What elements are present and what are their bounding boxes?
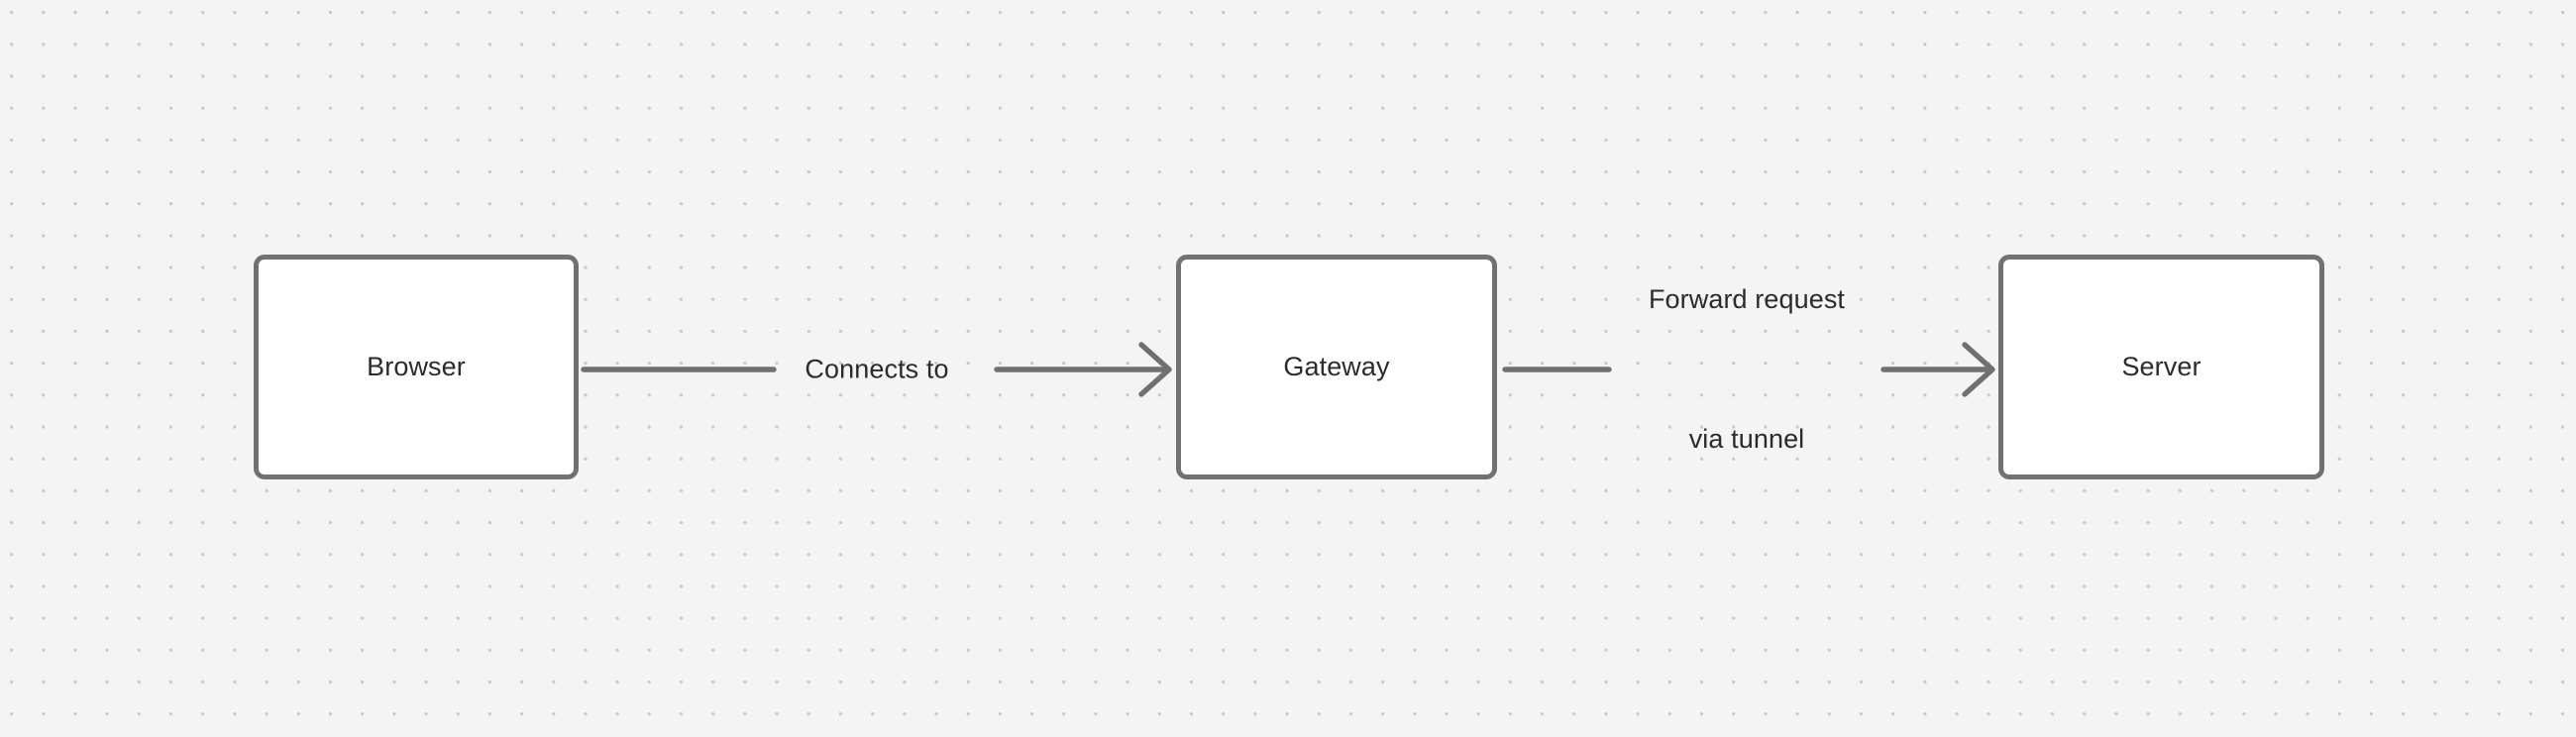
edge-label-line-1: Forward request — [1648, 284, 1846, 314]
node-browser-label: Browser — [367, 352, 466, 382]
edge-1-arrowhead-icon — [1138, 342, 1172, 397]
edge-label-connects-to: Connects to — [805, 354, 949, 384]
node-gateway-label: Gateway — [1283, 352, 1390, 382]
edge-label-line-2: via tunnel — [1688, 424, 1805, 454]
node-browser[interactable]: Browser — [254, 255, 579, 479]
edge-2-arrowhead-icon — [1962, 342, 1995, 397]
node-server-label: Server — [2121, 352, 2201, 382]
edge-label-forward-request-via-tunnel: Forward request via tunnel — [1649, 183, 1845, 556]
node-gateway[interactable]: Gateway — [1176, 255, 1497, 479]
node-server[interactable]: Server — [1998, 255, 2324, 479]
